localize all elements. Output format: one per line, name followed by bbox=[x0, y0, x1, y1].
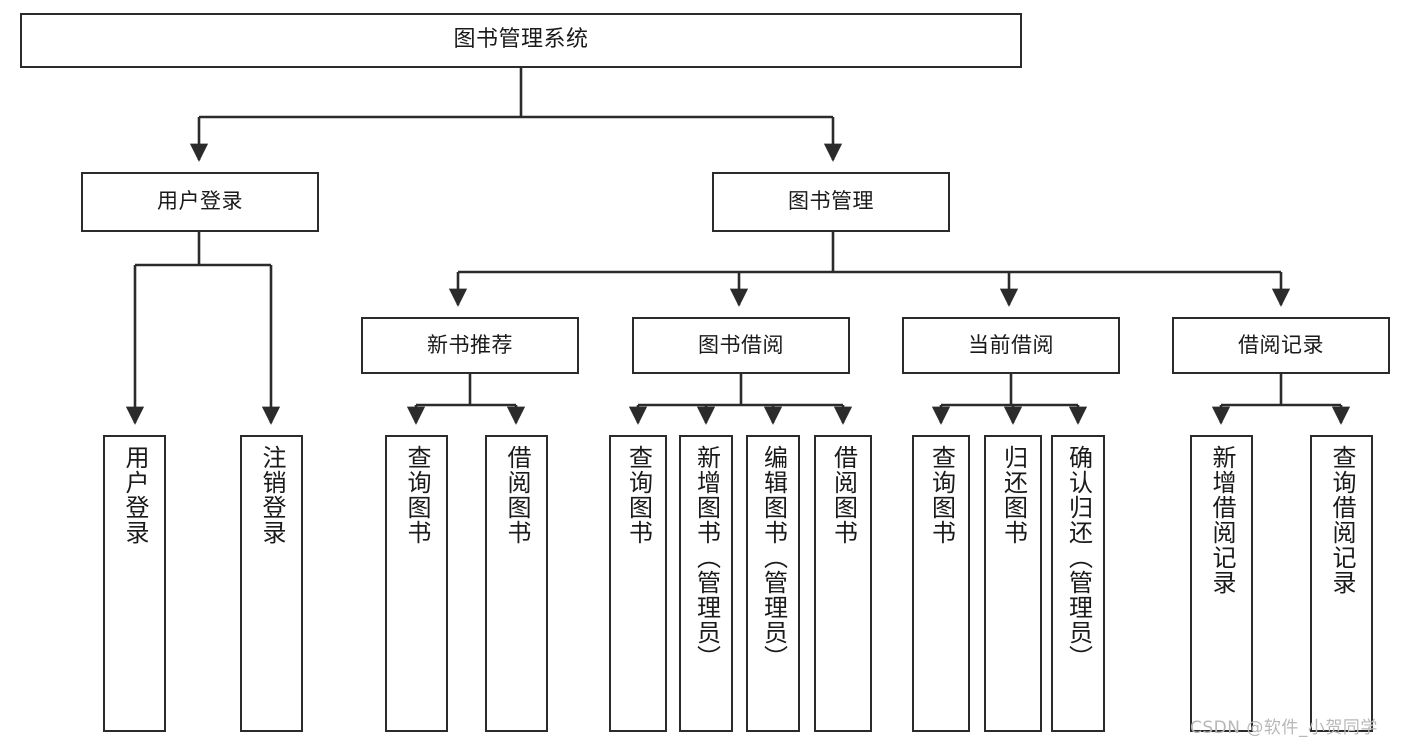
node-borrow-record-label: 借阅记录 bbox=[1238, 332, 1324, 357]
leaf-node-label: 编辑图书（管理员） bbox=[759, 445, 788, 670]
leaf-node[interactable]: 查询图书 bbox=[912, 435, 970, 732]
leaf-node[interactable]: 确认归还（管理员） bbox=[1051, 435, 1105, 732]
leaf-node-label: 查询图书 bbox=[624, 445, 653, 545]
leaf-node[interactable]: 查询借阅记录 bbox=[1310, 435, 1373, 732]
leaf-node[interactable]: 新增借阅记录 bbox=[1190, 435, 1253, 732]
leaf-node-label: 归还图书 bbox=[999, 445, 1028, 545]
leaf-node[interactable]: 注销登录 bbox=[240, 435, 303, 732]
leaf-node[interactable]: 查询图书 bbox=[385, 435, 448, 732]
node-new-book-recommend-label: 新书推荐 bbox=[427, 332, 513, 357]
leaf-node[interactable]: 查询图书 bbox=[609, 435, 667, 732]
leaf-node[interactable]: 借阅图书 bbox=[814, 435, 872, 732]
node-user-login-label: 用户登录 bbox=[157, 189, 243, 214]
leaf-node[interactable]: 用户登录 bbox=[103, 435, 166, 732]
node-current-borrow[interactable]: 当前借阅 bbox=[902, 317, 1120, 374]
leaf-node-label: 用户登录 bbox=[120, 445, 149, 545]
leaf-node-label: 查询图书 bbox=[927, 445, 956, 545]
leaf-node[interactable]: 归还图书 bbox=[984, 435, 1042, 732]
node-borrow-record[interactable]: 借阅记录 bbox=[1172, 317, 1390, 374]
leaf-node-label: 确认归还（管理员） bbox=[1064, 445, 1093, 670]
leaf-node[interactable]: 新增图书（管理员） bbox=[679, 435, 733, 732]
node-book-borrow[interactable]: 图书借阅 bbox=[632, 317, 850, 374]
node-book-borrow-label: 图书借阅 bbox=[698, 332, 784, 357]
leaf-node-label: 借阅图书 bbox=[829, 445, 858, 545]
leaf-node-label: 新增借阅记录 bbox=[1207, 445, 1236, 595]
leaf-node-label: 查询图书 bbox=[402, 445, 431, 545]
node-book-management[interactable]: 图书管理 bbox=[712, 172, 950, 232]
leaf-node-label: 注销登录 bbox=[257, 445, 286, 545]
leaf-node[interactable]: 编辑图书（管理员） bbox=[746, 435, 800, 732]
watermark: CSDN @软件_小贺同学 bbox=[1190, 718, 1378, 738]
node-book-management-label: 图书管理 bbox=[788, 189, 874, 214]
leaf-node-label: 借阅图书 bbox=[502, 445, 531, 545]
node-current-borrow-label: 当前借阅 bbox=[968, 332, 1054, 357]
leaf-node[interactable]: 借阅图书 bbox=[485, 435, 548, 732]
node-user-login[interactable]: 用户登录 bbox=[81, 172, 319, 232]
leaf-node-label: 新增图书（管理员） bbox=[692, 445, 721, 670]
node-root-label: 图书管理系统 bbox=[453, 27, 589, 53]
leaf-node-label: 查询借阅记录 bbox=[1327, 445, 1356, 595]
node-new-book-recommend[interactable]: 新书推荐 bbox=[361, 317, 579, 374]
node-root[interactable]: 图书管理系统 bbox=[20, 13, 1022, 68]
